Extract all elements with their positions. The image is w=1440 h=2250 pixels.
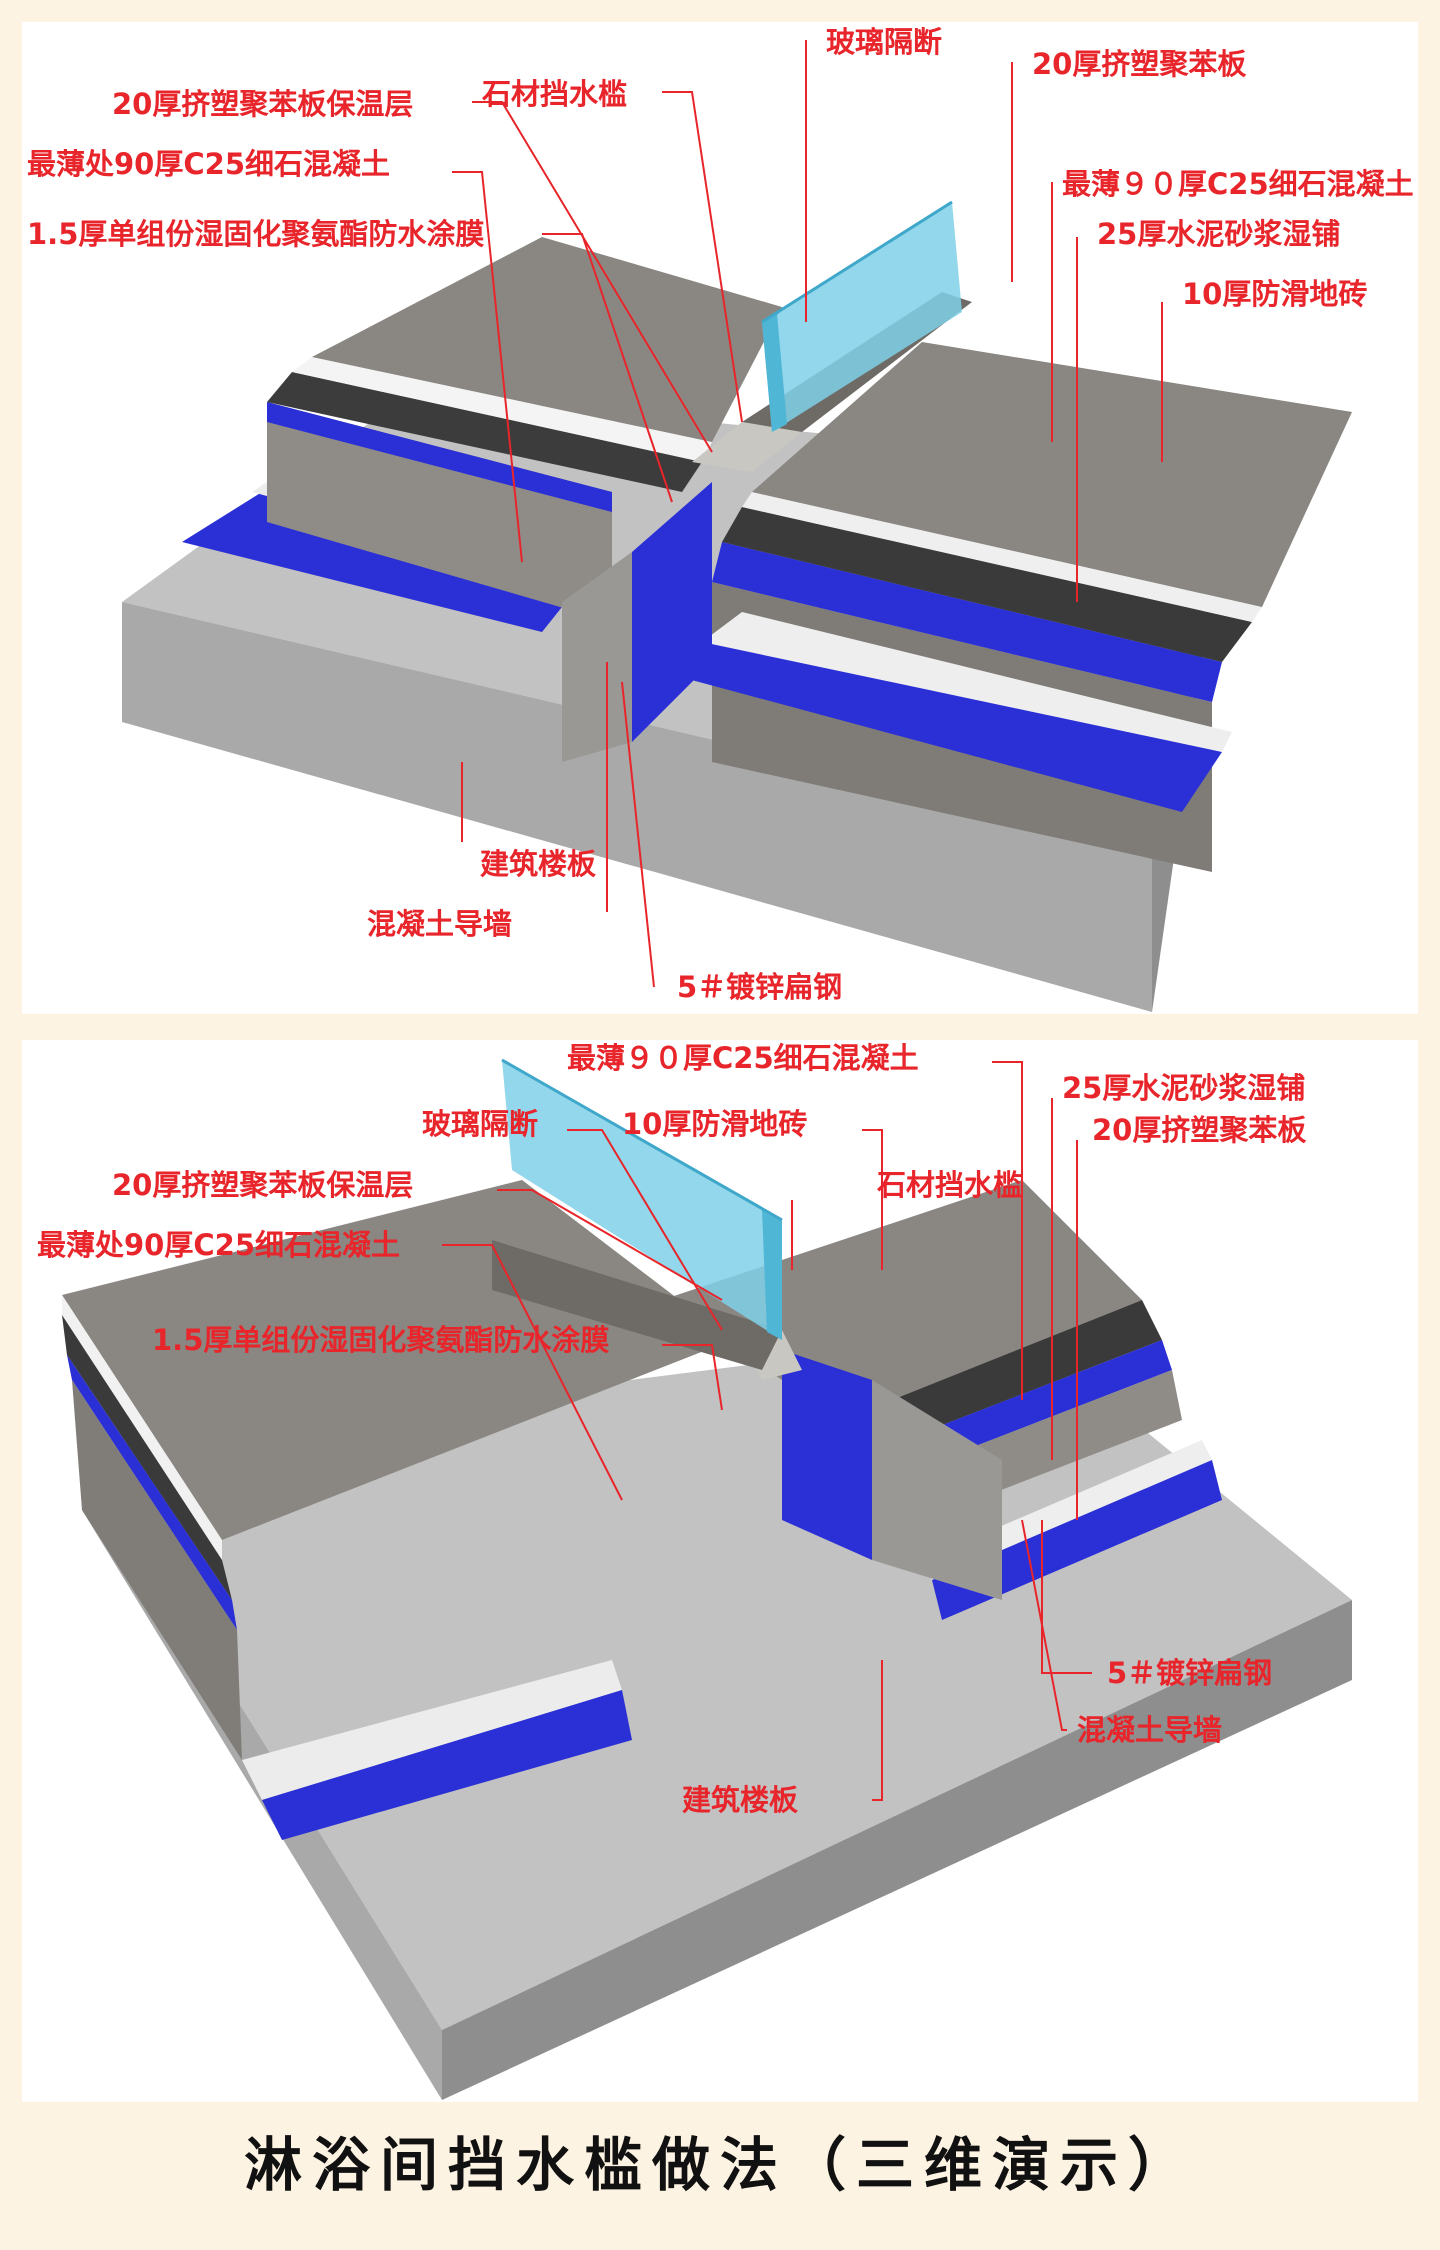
glass-edge [762, 314, 787, 432]
left-mortar-layer [267, 372, 702, 492]
label-waterproof-membrane: 1.5厚单组份湿固化聚氨酯防水涂膜 [152, 1323, 609, 1357]
left-membrane-strip [262, 1690, 632, 1840]
bottom-3d-model [62, 1058, 1352, 2100]
left-xps-strip [242, 1660, 622, 1800]
right-tile-top [752, 342, 1352, 607]
label-c25-thinnest-top: 最薄９０厚C25细石混凝土 [567, 1041, 919, 1075]
label-concrete-guide-wall: 混凝土导墙 [367, 907, 512, 941]
label-xps-board: 20厚挤塑聚苯板 [1092, 1113, 1307, 1147]
label-c25-thinnest-left: 最薄处90厚C25细石混凝土 [27, 147, 390, 181]
label-antislip-tile: 10厚防滑地砖 [1182, 277, 1367, 311]
left-membrane-layer [267, 402, 612, 512]
label-c25-thinnest-left: 最薄处90厚C25细石混凝土 [37, 1228, 400, 1262]
label-c25-thinnest-right: 最薄９０厚C25细石混凝土 [1062, 167, 1414, 201]
label-stone-threshold: 石材挡水槛 [876, 1168, 1022, 1202]
label-galvanized-flat-steel: 5＃镀锌扁钢 [1107, 1656, 1272, 1690]
bottom-diagram-panel: 最薄９０厚C25细石混凝土 25厚水泥砂浆湿铺 玻璃隔断 10厚防滑地砖 20厚… [22, 1040, 1418, 2102]
label-mortar-bed: 25厚水泥砂浆湿铺 [1062, 1071, 1305, 1105]
label-glass-partition: 玻璃隔断 [422, 1107, 538, 1141]
left-tile-top [312, 237, 782, 442]
left-membrane-layer [67, 1355, 237, 1630]
label-waterproof-membrane: 1.5厚单组份湿固化聚氨酯防水涂膜 [27, 217, 484, 251]
label-glass-partition: 玻璃隔断 [826, 25, 942, 59]
label-concrete-guide-wall: 混凝土导墙 [1077, 1713, 1222, 1747]
right-mortar-layer [722, 507, 1252, 662]
top-label-layer: 玻璃隔断 20厚挤塑聚苯板 20厚挤塑聚苯板保温层 石材挡水槛 最薄处90厚C2… [27, 25, 1414, 1004]
label-stone-threshold: 石材挡水槛 [481, 77, 627, 111]
stone-threshold [492, 1240, 782, 1370]
label-floor-slab: 建筑楼板 [682, 1783, 799, 1817]
right-membrane-strip [662, 632, 1222, 812]
glass-panel [762, 202, 962, 432]
top-3d-model [122, 40, 1352, 1012]
label-xps-insulation: 20厚挤塑聚苯板保温层 [112, 1168, 413, 1202]
page-title: 淋浴间挡水槛做法（三维演示） [243, 2131, 1196, 2199]
right-xps-strip [702, 612, 1232, 752]
label-mortar-bed: 25厚水泥砂浆湿铺 [1097, 217, 1340, 251]
right-white-layer [742, 492, 1262, 622]
guide-wall-front [872, 1380, 1002, 1600]
floor-slab-side [442, 1600, 1352, 2100]
trench-membrane [632, 482, 712, 742]
left-white-layer [62, 1295, 222, 1560]
trench-membrane [782, 1350, 872, 1560]
left-membrane-strip [182, 492, 582, 632]
label-xps-insulation: 20厚挤塑聚苯板保温层 [112, 87, 413, 121]
floor-slab-front [122, 602, 1152, 1012]
label-antislip-tile: 10厚防滑地砖 [622, 1107, 807, 1141]
left-mortar-layer [62, 1315, 232, 1600]
label-floor-slab: 建筑楼板 [480, 847, 597, 881]
right-membrane-strip [932, 1460, 1222, 1620]
left-concrete-block [72, 1380, 242, 1760]
floor-slab-top [82, 1330, 1352, 2030]
bottom-label-layer: 最薄９０厚C25细石混凝土 25厚水泥砂浆湿铺 玻璃隔断 10厚防滑地砖 20厚… [37, 1041, 1307, 1817]
top-diagram-panel: 玻璃隔断 20厚挤塑聚苯板 20厚挤塑聚苯板保温层 石材挡水槛 最薄处90厚C2… [22, 22, 1418, 1014]
right-membrane-layer [712, 542, 1222, 702]
glass-edge [762, 1210, 782, 1340]
threshold-top [692, 422, 802, 472]
label-galvanized-flat-steel: 5＃镀锌扁钢 [677, 970, 842, 1004]
left-concrete-block [267, 402, 612, 622]
label-xps-board: 20厚挤塑聚苯板 [1032, 47, 1247, 81]
guide-wall-front [562, 552, 632, 762]
left-white-layer [292, 357, 712, 462]
